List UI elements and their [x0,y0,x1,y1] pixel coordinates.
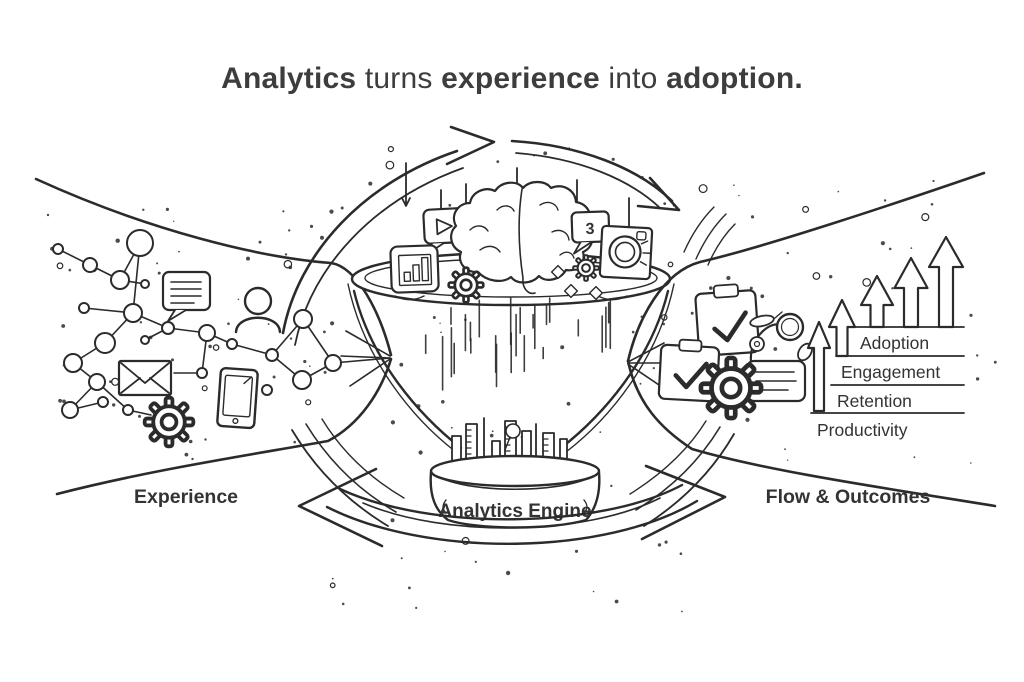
outcome-label-retention: Retention [837,391,912,411]
title-word-experience: experience [441,62,600,95]
gear-diamonds-icon [550,254,604,301]
title-word-adoption: adoption. [666,62,803,95]
page-title: Analytics turns experience into adoption… [0,62,1024,96]
network-graph [52,229,391,419]
analytics-engine-base: Analytics Engine [429,417,601,529]
experience-boundary-bottom [55,357,393,496]
flow-arrow-icon [297,464,727,548]
title-word-into: into [599,62,667,95]
title-word-analytics: Analytics [221,62,357,95]
bar-chart-icon [389,244,440,294]
document-lines-icon [745,359,807,403]
growth-arrow [893,256,929,329]
flow-outcomes-zone-label: Flow & Outcomes [766,486,931,508]
outcome-label-engagement: Engagement [841,362,940,382]
cycle-arrows-icon [281,125,736,527]
gear-icon-left [142,395,196,449]
outcome-label-productivity: Productivity [817,420,908,440]
outcome-label-adoption: Adoption [860,333,929,353]
outcome-step-lines [810,326,965,414]
growth-arrow [806,320,832,413]
photo-card-icon [598,224,654,281]
title-word-turns: turns [356,62,442,95]
flow-arrowhead-left [297,467,384,548]
growth-arrows-icon [806,235,965,413]
clockwise-arrowhead-right-icon [636,176,681,212]
robot-arm-magnifier-icon [749,311,813,364]
notification-count: 3 [585,221,595,238]
outcomes-boundary-top [626,171,986,363]
envelope-icon [117,359,173,397]
funnel: 3 [347,162,675,453]
clipboard-check-icon-back [694,283,760,357]
user-icon [234,286,282,334]
outcomes-boundary-bottom [626,359,997,508]
clockwise-arrowhead-top-icon [445,125,496,166]
gear-icon-funnel [447,266,485,304]
smartphone-icon [216,366,259,430]
flow-arrowhead-right [640,464,727,541]
experience-boundary-top [34,177,393,357]
chat-bubble-icon [161,270,212,322]
funnel-streaks [424,297,612,391]
experience-zone-label: Experience [134,486,238,508]
growth-arrow [927,235,965,329]
outcomes-zone: Adoption Engagement Retention Productivi… [626,171,997,508]
funnel-bowl [352,289,463,450]
brain-icon [450,180,594,295]
gear-icon-right [701,358,761,418]
growth-arrow [827,298,857,358]
experience-zone: Experience [34,177,393,508]
